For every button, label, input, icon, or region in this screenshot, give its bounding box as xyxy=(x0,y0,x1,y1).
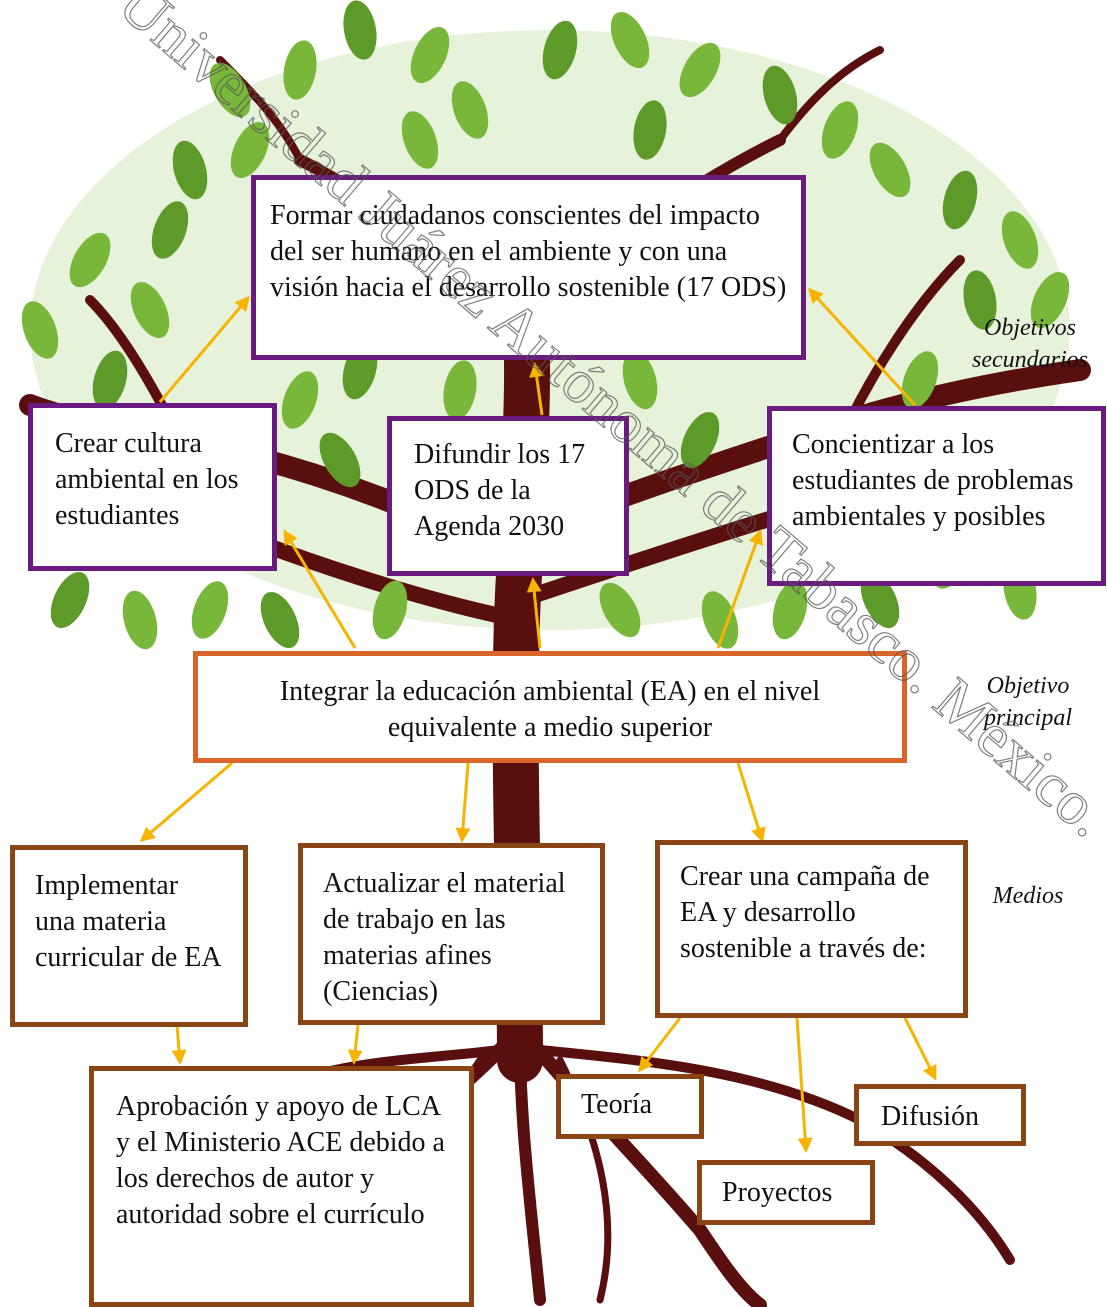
leaf xyxy=(130,281,170,339)
leaf xyxy=(1001,211,1039,269)
leaf xyxy=(401,111,439,169)
leaf xyxy=(209,62,251,118)
objective-left-box: Crear cultura ambiental en los estudiant… xyxy=(28,403,277,571)
arrow-m3-to-theory xyxy=(638,1017,682,1073)
main-objective-text: Integrar la educación ambiental (EA) en … xyxy=(279,676,821,743)
label-means: Medios xyxy=(992,883,1064,909)
leaf xyxy=(610,11,650,69)
leaf xyxy=(942,170,978,230)
leaf xyxy=(963,270,997,330)
leaf xyxy=(283,40,317,100)
leaf xyxy=(901,351,939,409)
leaf xyxy=(92,350,128,410)
means-1-text: Implementar una materia curricular de EA xyxy=(35,870,222,973)
leaf xyxy=(633,100,667,160)
projects-text: Proyectos xyxy=(722,1177,833,1208)
arrow-m1-to-approval xyxy=(171,1024,187,1065)
leaf xyxy=(679,42,721,98)
means-2-box: Actualizar el material de trabajo en las… xyxy=(298,843,605,1025)
arrow-center-to-top xyxy=(529,362,545,416)
diffusion-text: Difusión xyxy=(881,1101,979,1132)
leaf xyxy=(191,581,229,639)
leaf xyxy=(680,411,720,469)
leaf xyxy=(762,65,798,125)
arrow-main-to-center xyxy=(526,577,542,649)
leaf xyxy=(319,432,361,488)
theory-box: Teoría xyxy=(556,1074,704,1139)
leaf xyxy=(281,371,319,429)
leaf xyxy=(821,101,859,159)
approval-text: Aprobación y apoyo de LCA y el Ministeri… xyxy=(116,1091,445,1230)
leaf xyxy=(701,591,739,649)
objective-right-box: Concientizar a los estudiantes de proble… xyxy=(767,406,1106,586)
arrow-main-to-m1 xyxy=(139,761,233,842)
arrow-main-to-m3 xyxy=(736,762,766,843)
leaf xyxy=(772,580,808,640)
leaf xyxy=(451,81,489,139)
leaf xyxy=(260,591,300,649)
label-secondary-objectives: Objetivos secundarios xyxy=(972,315,1088,373)
leaf xyxy=(443,360,477,420)
main-objective-box: Integrar la educación ambiental (EA) en … xyxy=(193,651,907,763)
objective-right-text: Concientizar a los estudiantes de proble… xyxy=(792,429,1074,532)
objective-center-text: Difundir los 17 ODS de la Agenda 2030 xyxy=(414,439,586,542)
arrow-main-to-left xyxy=(283,529,357,649)
theory-text: Teoría xyxy=(581,1089,653,1120)
arrow-right-to-top xyxy=(807,287,917,407)
means-3-box: Crear una campaña de EA y desarrollo sos… xyxy=(655,840,968,1018)
means-1-box: Implementar una materia curricular de EA xyxy=(10,845,248,1027)
leaf xyxy=(69,232,111,288)
leaf xyxy=(172,140,208,200)
leaf xyxy=(151,201,189,259)
diffusion-box: Difusión xyxy=(854,1084,1026,1146)
leaf xyxy=(50,571,90,629)
arrow-main-to-m2 xyxy=(455,762,471,843)
leaf xyxy=(343,0,377,60)
leaf xyxy=(372,580,408,640)
objective-top-box: Formar ciudadanos conscientes del impact… xyxy=(251,175,806,360)
means-3-text: Crear una campaña de EA y desarrollo sos… xyxy=(680,861,930,964)
arrows xyxy=(139,287,937,1153)
arrow-m3-to-diffusion xyxy=(903,1017,937,1081)
leaf xyxy=(622,350,658,410)
objective-top-text: Formar ciudadanos conscientes del impact… xyxy=(270,200,787,303)
leaf xyxy=(542,20,578,80)
means-2-text: Actualizar el material de trabajo en las… xyxy=(323,868,566,1007)
arrow-main-to-right xyxy=(716,529,763,649)
leaf xyxy=(1030,271,1070,329)
objective-left-text: Crear cultura ambiental en los estudiant… xyxy=(55,428,239,531)
approval-box: Aprobación y apoyo de LCA y el Ministeri… xyxy=(89,1066,474,1307)
objective-center-box: Difundir los 17 ODS de la Agenda 2030 xyxy=(387,416,629,576)
arrow-m2-to-approval xyxy=(347,1024,363,1065)
leaf xyxy=(21,301,59,359)
leaf xyxy=(410,26,450,84)
leaf xyxy=(122,590,158,650)
projects-box: Proyectos xyxy=(697,1160,875,1225)
arrow-left-to-top xyxy=(158,295,250,403)
leaf xyxy=(230,121,270,179)
leaf xyxy=(869,142,911,198)
arrow-m3-to-projects xyxy=(795,1017,813,1153)
leaf xyxy=(599,582,641,638)
label-main-objective: Objetivo principal xyxy=(984,673,1072,731)
